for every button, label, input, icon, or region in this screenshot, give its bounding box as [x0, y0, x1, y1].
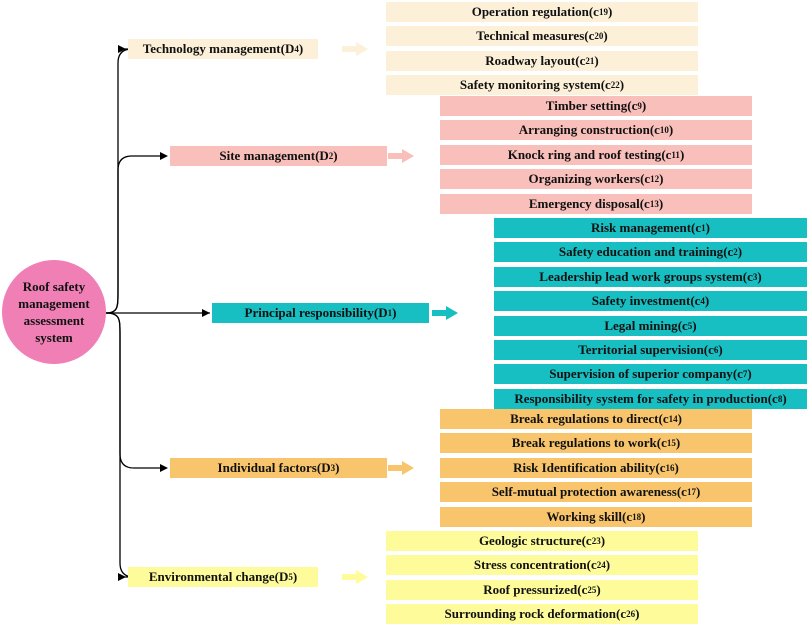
indicator-individual-5-label: Working skill — [546, 509, 623, 524]
dimension-environmental-label: Environmental change — [148, 569, 275, 584]
dimension-principal-label: Principal responsibility — [244, 305, 374, 320]
indicator-environmental-3-label: Roof pressurized — [483, 582, 578, 597]
block-arrow-site — [388, 149, 414, 163]
indicator-technology-3-label: Roadway layout — [485, 53, 576, 68]
indicator-technology-1-label: Operation regulation — [471, 4, 589, 19]
indicator-principal-7-label: Supervision of superior company — [549, 366, 733, 381]
indicator-principal-6-label: Territorial supervision — [578, 342, 704, 357]
indicator-principal-1-label: Risk management — [591, 220, 692, 235]
indicator-principal-8: Responsibility system for safety in prod… — [494, 389, 807, 409]
block-arrow-principal — [432, 306, 458, 320]
indicator-environmental-1-label: Geologic structure — [478, 533, 582, 548]
indicator-site-1-label: Timber setting — [545, 98, 628, 113]
connector-environmental — [105, 312, 135, 578]
connector-arrowhead-individual — [160, 464, 168, 472]
indicator-principal-5-label: Legal mining — [604, 318, 678, 333]
indicator-site-2-label: Arranging construction — [518, 122, 650, 137]
indicator-individual-4-label: Self-mutual protection awareness — [491, 484, 677, 499]
dimension-individual-label: Individual factors — [217, 460, 317, 475]
indicator-principal-8-label: Responsibility system for safety in prod… — [514, 391, 768, 406]
indicator-environmental-4-label: Surrounding rock deformation — [444, 606, 616, 621]
indicator-individual-3-label: Risk Identification ability — [513, 460, 656, 475]
block-arrow-technology — [342, 42, 368, 56]
indicator-principal-2-label: Safety education and training — [558, 244, 724, 259]
block-arrow-individual — [388, 461, 414, 475]
indicator-site-5-label: Emergency disposal — [528, 196, 640, 211]
root-label: Roof safety management assessment system — [18, 279, 90, 345]
indicator-environmental-2-label: Stress concentration — [473, 557, 587, 572]
dimension-technology-label: Technology management — [142, 41, 281, 56]
indicator-site-3-label: Knock ring and roof testing — [507, 147, 662, 162]
indicator-principal-3-label: Leadership lead work groups system — [539, 269, 743, 284]
connector-technology — [105, 48, 133, 314]
dimension-site-label: Site management — [219, 148, 316, 163]
connector-arrowhead-environmental — [118, 573, 126, 581]
connector-arrowhead-principal — [202, 309, 210, 317]
connector-arrowhead-site — [160, 152, 168, 160]
indicator-individual-2-label: Break regulations to work — [511, 435, 657, 450]
indicator-site-4-label: Organizing workers — [528, 171, 641, 186]
connector-arrowhead-technology — [118, 45, 126, 53]
indicator-technology-4-label: Safety monitoring system — [459, 77, 601, 92]
indicator-technology-2-label: Technical measures — [476, 28, 585, 43]
block-arrow-environmental — [342, 570, 368, 584]
indicator-principal-4-label: Safety investment — [591, 293, 691, 308]
indicator-individual-1-label: Break regulations to direct — [510, 411, 659, 426]
root-node: Roof safety management assessment system — [2, 260, 106, 364]
connector-individual — [105, 312, 162, 469]
connector-site — [105, 155, 162, 314]
